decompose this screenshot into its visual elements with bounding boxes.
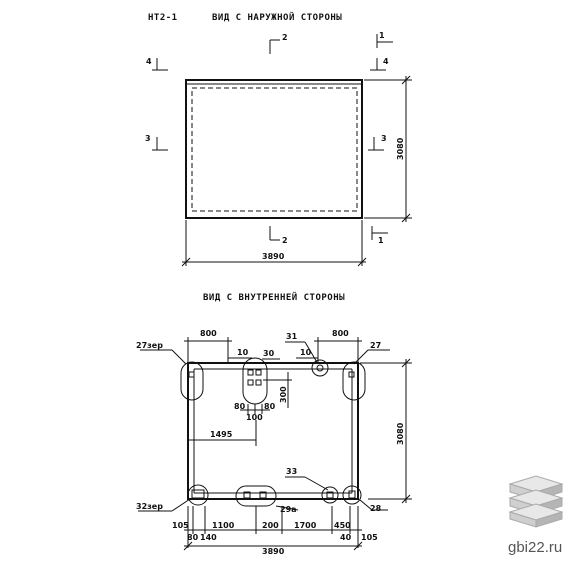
callout-31: 31 xyxy=(285,332,319,365)
dim-10-right: 10 xyxy=(296,348,318,359)
svg-text:300: 300 xyxy=(279,386,288,403)
svg-text:105: 105 xyxy=(172,521,189,530)
panel-mark: НТ2-1 xyxy=(148,13,178,23)
svg-text:1495: 1495 xyxy=(210,430,233,439)
svg-text:10: 10 xyxy=(300,348,312,357)
svg-text:3: 3 xyxy=(381,134,387,143)
callout-28: 28 xyxy=(359,499,388,513)
svg-text:1100: 1100 xyxy=(212,521,235,530)
outer-width-dimension: 3890 xyxy=(181,220,367,267)
svg-text:80: 80 xyxy=(264,402,276,411)
dim-800-right: 800 xyxy=(314,329,362,363)
svg-text:3890: 3890 xyxy=(262,252,285,261)
dim-300: 300 xyxy=(263,372,292,408)
svg-text:28: 28 xyxy=(370,504,382,513)
dim-10-left: 10 xyxy=(228,348,252,359)
inner-view-title: ВИД С ВНУТРЕННЕЙ СТОРОНЫ xyxy=(203,291,345,303)
svg-text:200: 200 xyxy=(262,521,279,530)
section-mark-2-top: 2 xyxy=(269,33,288,54)
svg-text:27: 27 xyxy=(370,341,381,350)
callout-30: 30 xyxy=(262,349,280,360)
svg-text:80: 80 xyxy=(187,533,199,542)
embedded-part-bottom-center xyxy=(235,485,277,507)
dim-1495: 1495 xyxy=(188,420,257,446)
svg-text:80: 80 xyxy=(234,402,246,411)
section-mark-3-right: 3 xyxy=(368,134,387,151)
callout-27zer: 27зер xyxy=(136,341,187,365)
embedded-part-top-center xyxy=(242,357,268,405)
bottom-chain-dimension: 105 1100 200 1700 450 80 140 40 105 xyxy=(172,506,378,548)
svg-text:10: 10 xyxy=(237,348,249,357)
outer-view-title: ВИД С НАРУЖНОЙ СТОРОНЫ xyxy=(212,11,342,23)
svg-text:2: 2 xyxy=(282,33,288,42)
callout-27: 27 xyxy=(353,341,390,365)
svg-text:800: 800 xyxy=(200,329,217,338)
section-mark-3-left: 3 xyxy=(145,134,168,151)
callout-29a: 29а xyxy=(275,505,299,514)
svg-text:1700: 1700 xyxy=(294,521,317,530)
svg-text:100: 100 xyxy=(246,413,263,422)
svg-text:1: 1 xyxy=(378,236,384,245)
svg-text:3: 3 xyxy=(145,134,151,143)
embedded-part-top-right xyxy=(342,361,366,401)
svg-text:105: 105 xyxy=(361,533,378,542)
svg-text:2: 2 xyxy=(282,236,288,245)
section-mark-1-top: 1 xyxy=(376,31,393,48)
svg-text:40: 40 xyxy=(340,533,352,542)
embedded-part-top-left xyxy=(180,361,204,401)
section-mark-4-right: 4 xyxy=(370,57,389,71)
svg-text:30: 30 xyxy=(263,349,275,358)
svg-text:4: 4 xyxy=(146,57,152,66)
stacked-slabs-icon xyxy=(508,475,564,528)
svg-text:4: 4 xyxy=(383,57,389,66)
svg-text:3890: 3890 xyxy=(262,547,285,556)
inner-panel xyxy=(187,362,359,500)
svg-text:140: 140 xyxy=(200,533,217,542)
svg-text:31: 31 xyxy=(286,332,298,341)
embedded-part-bottom-right-2 xyxy=(342,485,362,505)
svg-text:29а: 29а xyxy=(280,505,297,514)
watermark-text: gbi22.ru xyxy=(508,539,562,556)
section-mark-4-left: 4 xyxy=(146,57,168,71)
callout-33: 33 xyxy=(285,467,329,491)
svg-text:3080: 3080 xyxy=(396,137,405,160)
embedded-part-top-right-loop xyxy=(311,359,329,377)
embedded-part-bottom-left xyxy=(187,484,209,506)
inner-height-dimension: 3080 xyxy=(360,358,412,504)
embedded-part-bottom-right-1 xyxy=(321,486,339,504)
inner-width-dimension: 3890 xyxy=(183,541,363,556)
section-mark-2-bottom: 2 xyxy=(269,226,288,245)
svg-text:32зер: 32зер xyxy=(136,502,163,511)
svg-text:33: 33 xyxy=(286,467,297,476)
svg-text:450: 450 xyxy=(334,521,351,530)
outer-height-dimension: 3080 xyxy=(364,75,412,223)
dim-800-left: 800 xyxy=(184,329,232,363)
svg-text:27зер: 27зер xyxy=(136,341,163,350)
callout-32zer: 32зер xyxy=(136,498,191,512)
svg-text:800: 800 xyxy=(332,329,349,338)
dim-80-80-100: 80 80 100 xyxy=(234,402,276,422)
svg-text:1: 1 xyxy=(379,31,385,40)
section-mark-1-bottom: 1 xyxy=(371,226,388,245)
svg-text:3080: 3080 xyxy=(396,422,405,445)
outer-panel xyxy=(185,79,363,219)
